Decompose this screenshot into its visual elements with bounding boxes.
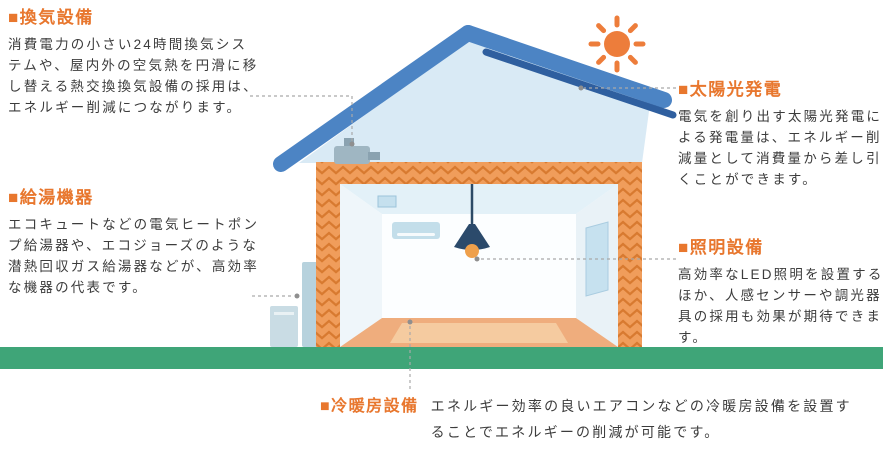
hot-water-body: エコキュートなどの電気ヒートポンプ給湯器や、エコジョーズのような潜熱回収ガス給湯…	[8, 217, 260, 295]
insulation-left	[316, 184, 340, 347]
ventilation-body: 消費電力の小さい24時間換気システムや、屋内外の空気熱を円滑に移し替える熱交換換…	[8, 37, 259, 115]
hvac-title: ■冷暖房設備	[320, 398, 419, 415]
ventilation-unit	[334, 146, 370, 164]
room-ceiling	[340, 184, 618, 214]
connector-dot-lighting	[474, 256, 480, 262]
connector-dot-solar	[578, 85, 584, 91]
attic-wall	[299, 40, 650, 163]
callout-ventilation: ■換気設備 消費電力の小さい24時間換気システムや、屋内外の空気熱を円滑に移し替…	[8, 8, 260, 119]
connector-dot-hot-water	[294, 293, 300, 299]
roof-left	[273, 25, 476, 172]
hot-water-title: ■給湯機器	[8, 188, 94, 207]
water-heater-unit	[270, 306, 298, 347]
ceiling-vent	[377, 195, 397, 208]
callout-hot-water: ■給湯機器 エコキュートなどの電気ヒートポンプ給湯器や、エコジョーズのような潜熱…	[8, 188, 262, 299]
ventilation-unit-outlet	[368, 152, 380, 160]
insulation-right	[618, 184, 642, 347]
floor-rug	[390, 323, 568, 343]
ground	[0, 347, 883, 369]
insulation-top	[316, 162, 642, 184]
roof-edge-shadow	[482, 48, 677, 119]
connector-dot-ventilation	[349, 141, 355, 147]
ventilation-unit-duct	[344, 138, 354, 148]
solar-body: 電気を創り出す太陽光発電による発電量は、エネルギー削減量として消費量から差し引く…	[678, 109, 883, 187]
callout-lighting: ■照明設備 高効率なLED照明を設置するほか、人感センサーや調光器具の採用も効果…	[678, 238, 884, 349]
air-conditioner	[392, 222, 440, 239]
lamp-shade	[454, 224, 490, 250]
lighting-title: ■照明設備	[678, 238, 764, 257]
lamp-bulb	[465, 244, 479, 258]
lighting-body: 高効率なLED照明を設置するほか、人感センサーや調光器具の採用も効果が期待できま…	[678, 267, 884, 345]
roof-right	[460, 25, 672, 108]
callout-solar: ■太陽光発電 電気を創り出す太陽光発電による発電量は、エネルギー削減量として消費…	[678, 80, 884, 191]
sun-icon	[588, 15, 646, 73]
hvac-body: エネルギー効率の良いエアコンなどの冷暖房設備を設置することでエネルギーの削減が可…	[430, 398, 852, 440]
connector-ventilation	[250, 95, 353, 142]
water-heater-unit-line	[274, 312, 294, 315]
air-conditioner-vent	[397, 233, 435, 236]
solar-title: ■太陽光発電	[678, 80, 783, 99]
connector-dot-hvac	[407, 319, 413, 325]
room-left-wall	[340, 184, 382, 347]
callout-hvac: ■冷暖房設備 エネルギー効率の良いエアコンなどの冷暖房設備を設置することでエネル…	[320, 394, 882, 446]
ventilation-title: ■換気設備	[8, 8, 94, 27]
